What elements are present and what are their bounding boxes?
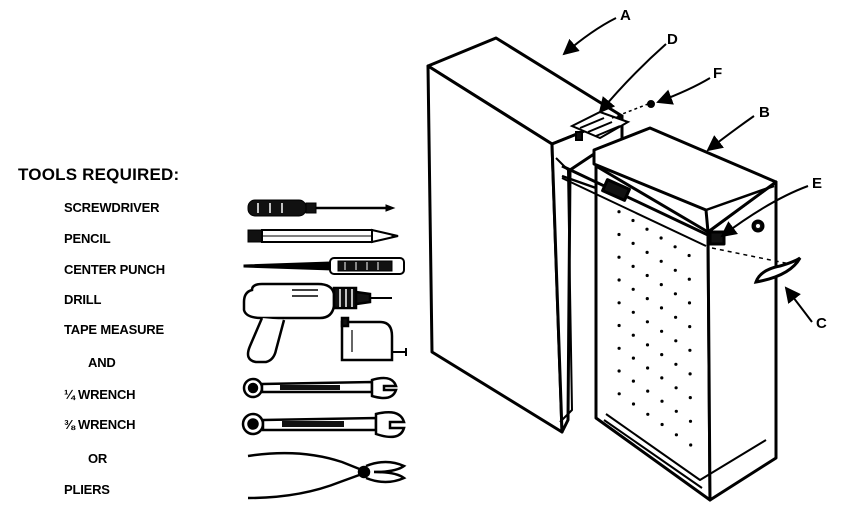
handle: [711, 247, 802, 284]
drawer-hole: [688, 372, 692, 376]
drawer-hole: [659, 259, 663, 263]
drawer-hole: [631, 264, 635, 268]
callout-a: A: [620, 7, 631, 24]
bracket-hardware: [569, 100, 655, 141]
drawer-hole: [631, 402, 636, 406]
pliers-icon: [247, 451, 407, 500]
drawer-hole: [617, 232, 621, 237]
drawer-hole: [688, 419, 693, 423]
drawer: [561, 126, 778, 502]
drawer-hole: [660, 329, 664, 333]
drawer-hole: [674, 433, 679, 437]
drawer-hole: [660, 399, 664, 403]
leader-lines: [562, 17, 813, 323]
tool-label-or: OR: [88, 451, 108, 466]
drawer-hole: [673, 268, 677, 272]
tool-label-and: AND: [88, 355, 116, 370]
drawer-hole: [688, 325, 692, 329]
drawer-hole: [617, 255, 621, 259]
drawer-hole: [617, 278, 621, 282]
drawer-hole: [617, 323, 621, 328]
drawer-hole: [689, 443, 693, 447]
drawer-hole: [631, 310, 635, 314]
drawer-hole: [617, 301, 621, 305]
quarter-wrench-icon: [242, 376, 398, 400]
three-eighths-wrench-icon: [241, 411, 406, 439]
tool-label-center-punch: CENTER PUNCH: [64, 262, 165, 277]
center-punch-icon: [243, 257, 405, 275]
callout-d: D: [667, 31, 678, 48]
drawer-hole: [645, 343, 650, 347]
drawer-hole: [646, 412, 650, 416]
outer-cabinet: [426, 36, 624, 434]
drawer-hole: [645, 297, 649, 301]
tool-label-three-eighths-wrench: ⅜ WRENCH: [64, 417, 136, 432]
callout-c: C: [816, 315, 827, 332]
tool-label-tape-measure: TAPE MEASURE: [64, 322, 164, 337]
drawer-hole: [659, 236, 663, 240]
drawer-hole: [660, 376, 664, 380]
tool-label-pliers: PLIERS: [64, 482, 110, 497]
drawer-hole: [659, 306, 664, 310]
drawer-hole: [631, 287, 635, 291]
drawer-hole: [674, 362, 678, 366]
drawer-hole: [687, 301, 692, 305]
drawer-hole: [645, 320, 650, 324]
drawer-hole: [687, 253, 691, 258]
drawer-hole: [645, 250, 649, 254]
tape-measure-icon: [340, 316, 407, 362]
drawer-hole: [660, 353, 664, 357]
tool-label-drill: DRILL: [64, 292, 102, 307]
drawer-hole: [660, 422, 664, 427]
tool-label-quarter-wrench: ¼ WRENCH: [64, 387, 136, 402]
drawer-hole: [674, 409, 678, 413]
drawer-hole: [674, 386, 678, 390]
drawer-hole: [659, 283, 663, 287]
drawer-hole: [646, 366, 650, 370]
drawer-hole: [631, 379, 636, 383]
drawer-hole: [645, 273, 649, 278]
drawer-hole: [631, 241, 635, 245]
pencil-icon: [247, 228, 399, 244]
drawer-hole: [673, 245, 677, 249]
drawer-hole: [688, 348, 692, 352]
drawer-hole: [673, 292, 678, 296]
drawer-hole: [617, 346, 621, 350]
drawer-hole: [631, 333, 635, 337]
drawer-hole: [617, 210, 621, 214]
drawer-hole: [674, 339, 678, 343]
tool-label-pencil: PENCIL: [64, 231, 111, 246]
drawer-hole: [646, 389, 650, 393]
drill-icon: [242, 282, 392, 364]
callout-e: E: [812, 175, 823, 192]
drawer-holes: [617, 210, 693, 447]
drawer-hole: [645, 227, 649, 231]
drawer-hole: [674, 315, 678, 319]
tools-required-title: TOOLS REQUIRED:: [18, 165, 180, 184]
drawer-hole: [687, 277, 691, 281]
screwdriver-icon: [247, 199, 396, 217]
drawer-hole: [631, 218, 635, 223]
drawer-hole: [631, 356, 636, 360]
drawer-hole: [617, 369, 621, 373]
drawer-hole: [617, 392, 621, 396]
callout-b: B: [759, 104, 770, 121]
drawer-hole: [688, 396, 692, 400]
callout-f: F: [713, 65, 723, 82]
tool-label-screwdriver: SCREWDRIVER: [64, 200, 160, 215]
